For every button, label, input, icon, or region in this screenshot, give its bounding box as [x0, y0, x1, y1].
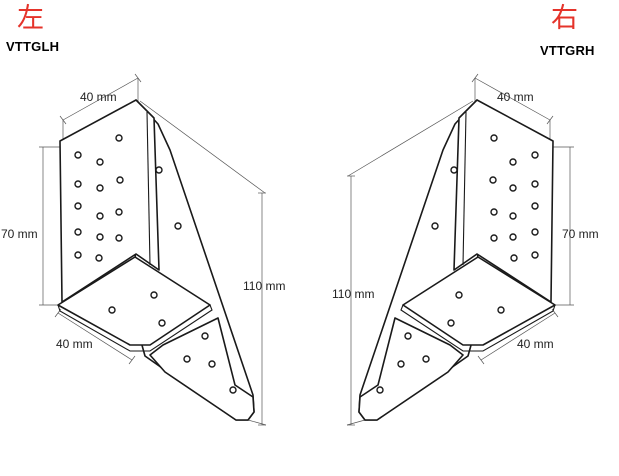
right-model-code: VTTGRH [540, 43, 595, 58]
right-height-label: 70 mm [562, 227, 599, 241]
left-gusset-holes [155, 166, 237, 394]
left-base-label: 40 mm [56, 337, 93, 351]
right-base-label: 40 mm [517, 337, 554, 351]
right-gusset-holes [376, 166, 458, 394]
right-back-plate-holes [489, 134, 539, 262]
left-side-character: 左 [17, 3, 44, 34]
right-top-width-label: 40 mm [497, 90, 534, 104]
left-height-label: 70 mm [1, 227, 38, 241]
left-bracket-drawing: 40 mm 70 mm 40 mm 110 mm [1, 73, 285, 426]
left-model-code: VTTGLH [6, 39, 60, 54]
right-side-character: 右 [551, 3, 578, 34]
left-top-width-label: 40 mm [80, 90, 117, 104]
left-dimension-lines [39, 73, 267, 426]
right-base-holes [447, 291, 505, 327]
right-bracket-drawing [346, 73, 574, 426]
left-back-plate-holes [74, 134, 124, 262]
right-total-label: 110 mm [332, 287, 374, 301]
left-total-label: 110 mm [243, 279, 285, 293]
left-base-holes [108, 291, 166, 327]
